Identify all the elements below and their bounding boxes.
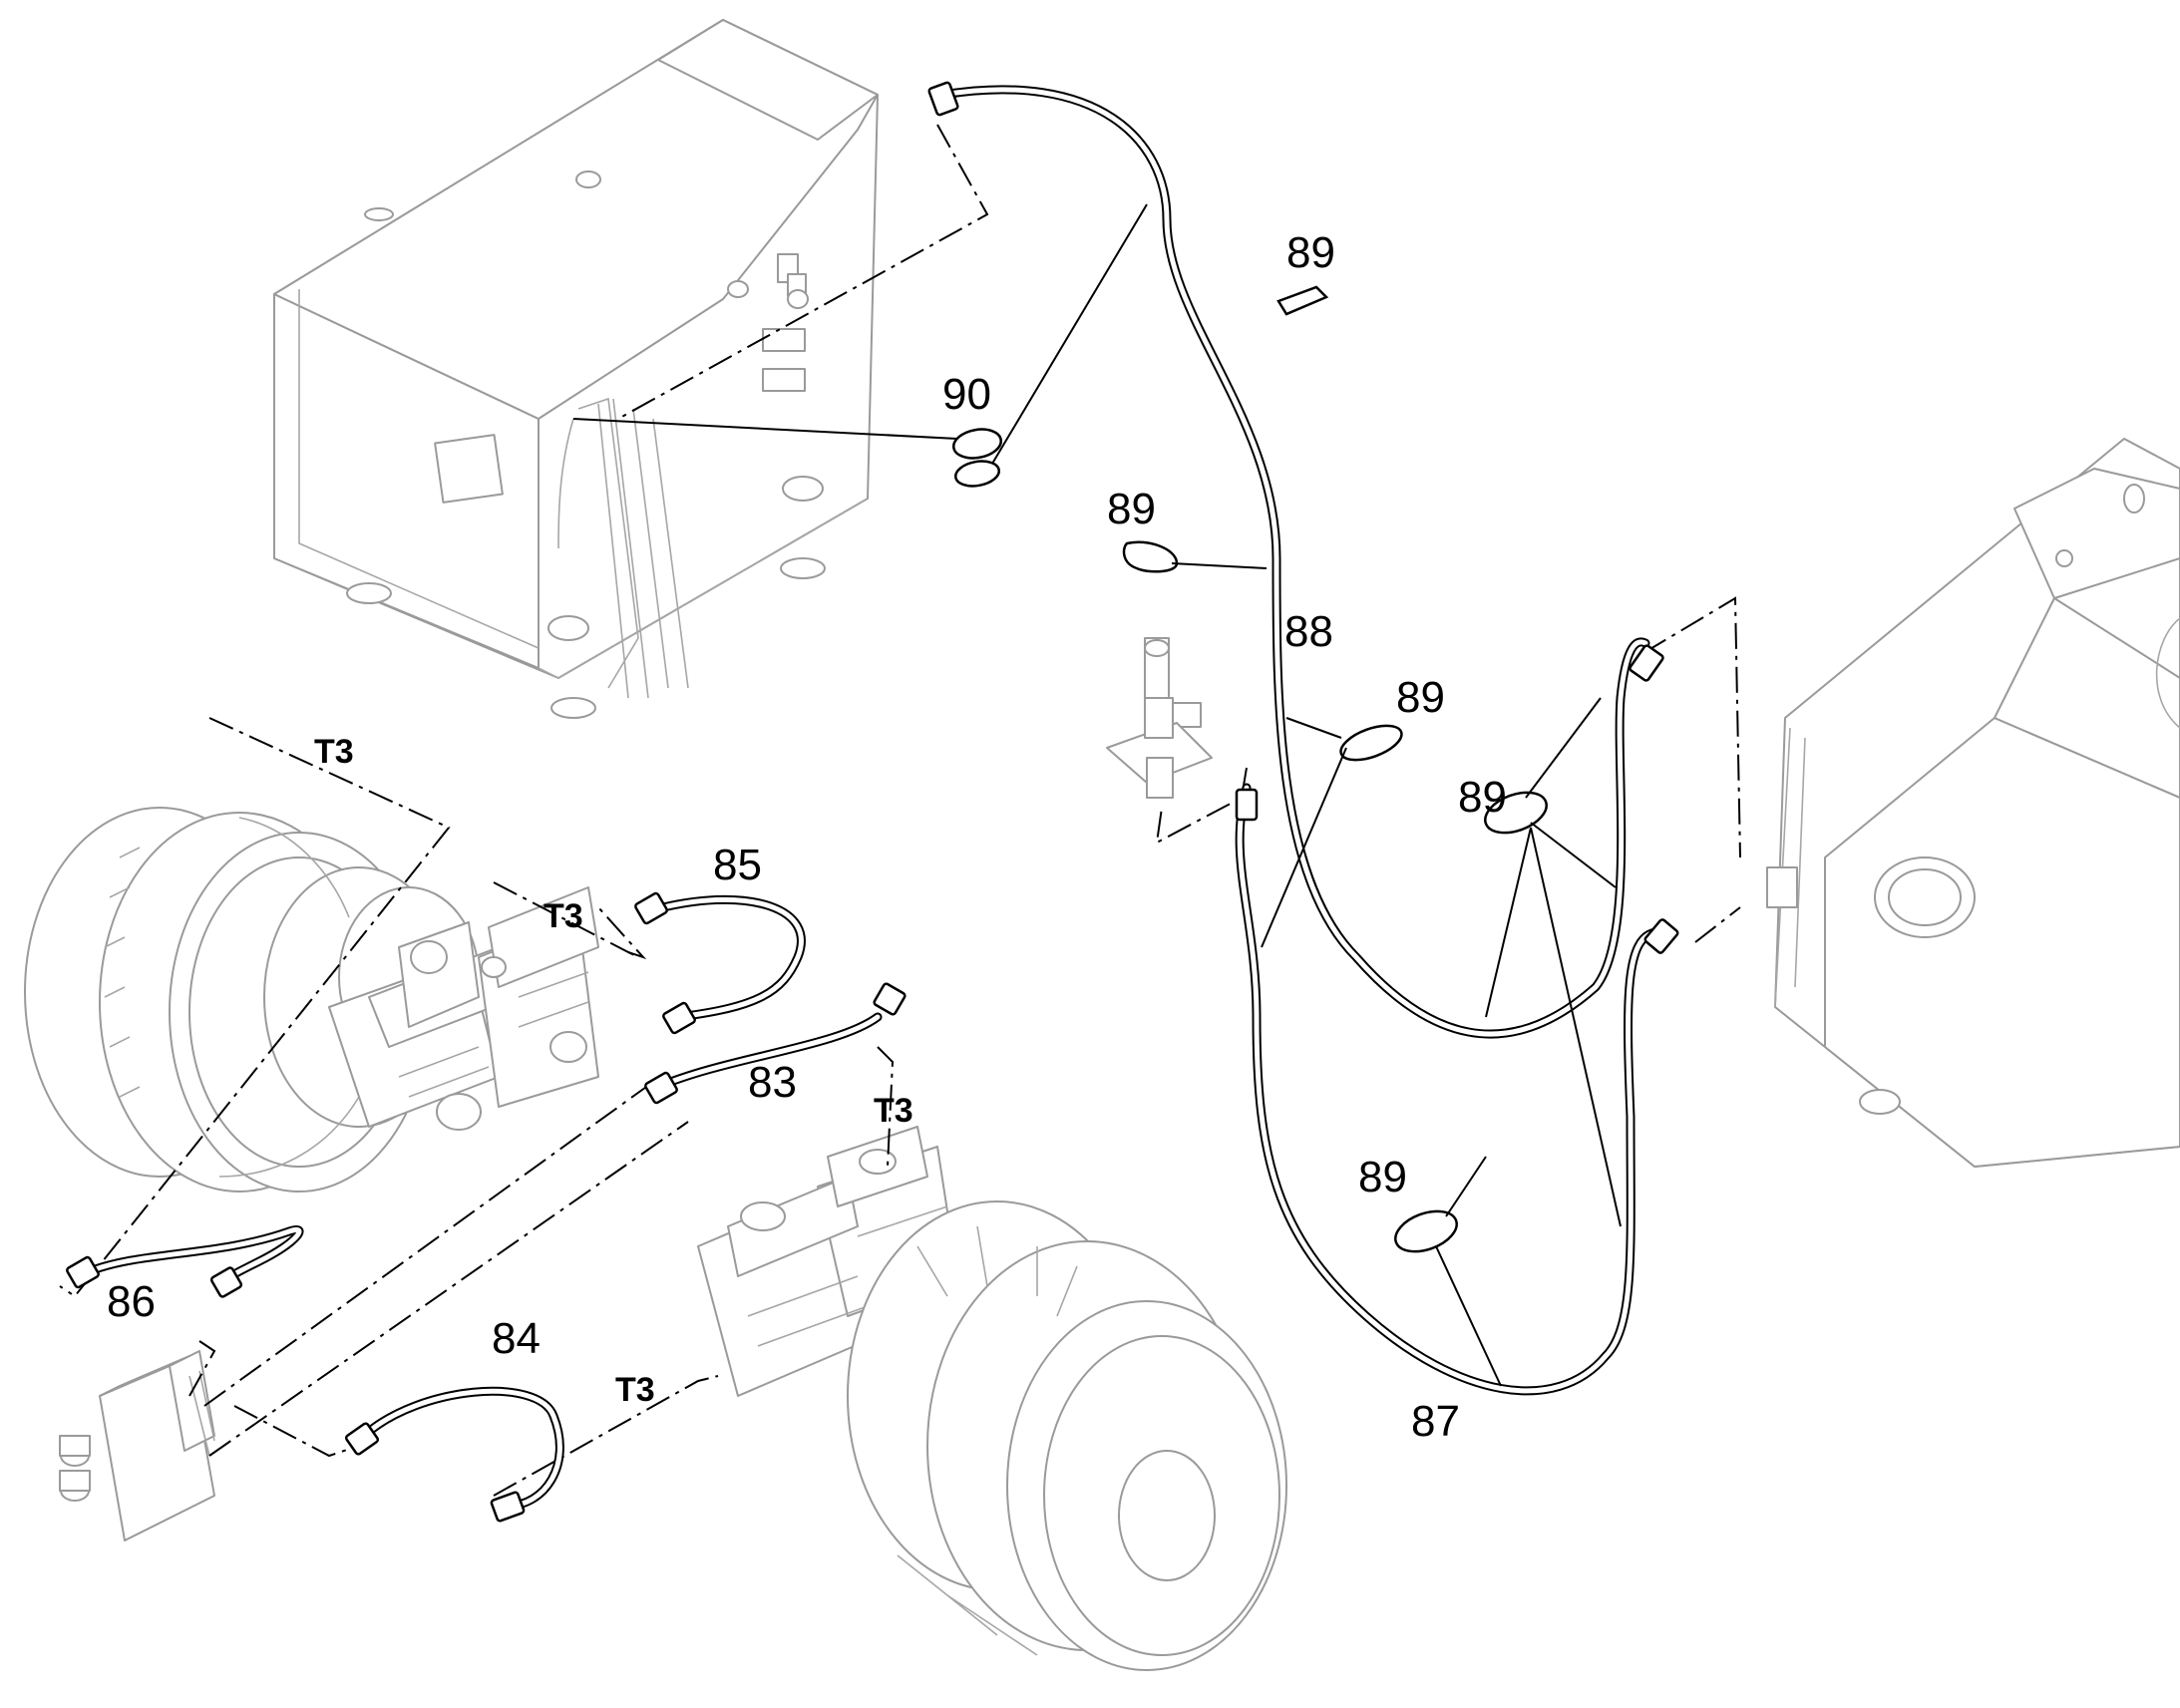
hose-87 xyxy=(1235,783,1660,1396)
clamp-rings xyxy=(951,285,1548,1253)
callout-88: 88 xyxy=(1284,607,1333,656)
callout-89-right: 89 xyxy=(1458,773,1507,822)
hose-88 xyxy=(937,85,1650,1039)
callout-labels: 90 89 89 88 89 89 89 87 85 83 86 84 T3 T… xyxy=(107,228,1507,1446)
callout-87: 87 xyxy=(1411,1397,1460,1446)
callout-90: 90 xyxy=(942,370,991,419)
hydraulic-pump-left-assembly xyxy=(328,886,599,1131)
hose-83 xyxy=(653,1012,883,1092)
callout-t3-right: T3 xyxy=(874,1092,913,1130)
callout-t3-bottom: T3 xyxy=(615,1371,655,1409)
callout-89-left: 89 xyxy=(1107,485,1156,533)
wheel-drive-motor-left-assembly xyxy=(24,807,480,1193)
wheel-drive-motor-center-assembly xyxy=(847,1200,1287,1671)
callout-86: 86 xyxy=(107,1277,156,1326)
callout-85: 85 xyxy=(713,841,762,889)
hose-fittings xyxy=(66,81,1679,1523)
leader-lines xyxy=(572,203,1622,1387)
callout-83: 83 xyxy=(748,1058,797,1107)
valve-block-assembly xyxy=(59,1350,215,1541)
hose-86 xyxy=(85,1225,304,1286)
pressure-sensor-fitting xyxy=(1106,637,1213,799)
callout-t3-top-left: T3 xyxy=(314,733,354,771)
hose-85 xyxy=(658,894,806,1022)
hydraulic-tank-assembly xyxy=(273,19,879,719)
callout-89-bottom: 89 xyxy=(1358,1153,1407,1201)
callout-89-middle: 89 xyxy=(1396,673,1445,722)
callout-89-top: 89 xyxy=(1286,228,1335,277)
hydraulic-tank-right-assembly xyxy=(1766,438,2180,1168)
callout-t3-pump: T3 xyxy=(544,897,583,935)
callout-84: 84 xyxy=(492,1314,541,1363)
hose-84 xyxy=(359,1386,564,1511)
